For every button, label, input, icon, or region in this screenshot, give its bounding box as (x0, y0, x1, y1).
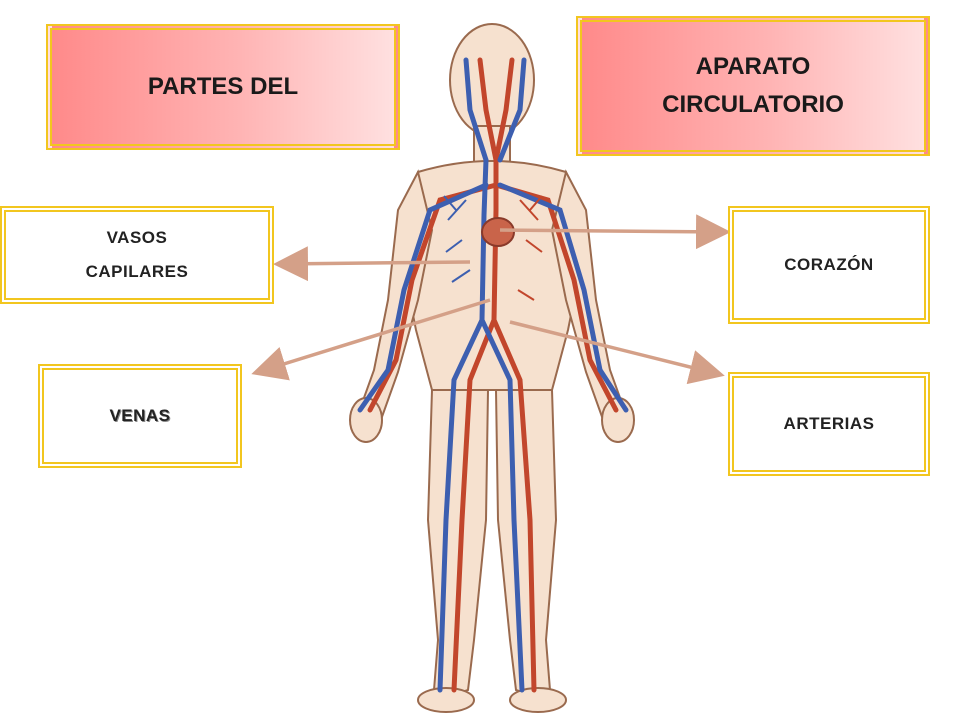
arrow-arterias (509, 320, 725, 385)
arrow-venas (251, 298, 491, 381)
label-box-arterias: ARTERIAS (728, 372, 930, 476)
title-left-text: PARTES DEL (147, 73, 299, 100)
label-box-corazon: CORAZÓN (728, 206, 930, 324)
title-right-line1: APARATO (695, 53, 811, 80)
label-vasos-line1: VASOS (106, 228, 168, 247)
label-arterias: ARTERIAS (783, 414, 875, 433)
title-box-right: APARATO CIRCULATORIO (576, 16, 930, 156)
label-corazon: CORAZÓN (784, 255, 874, 274)
label-box-venas: VENAS (38, 364, 242, 468)
heart-icon (481, 217, 515, 247)
label-vasos-line2: CAPILARES (85, 262, 189, 281)
arrow-corazon (499, 214, 731, 250)
label-venas: VENAS (109, 406, 171, 425)
title-box-left: PARTES DEL (46, 24, 400, 150)
arrow-vasos-capilares (273, 246, 471, 282)
capillaries (443, 195, 543, 301)
label-box-vasos-capilares: VASOS CAPILARES (0, 206, 274, 304)
title-right-line2: CIRCULATORIO (662, 91, 844, 118)
